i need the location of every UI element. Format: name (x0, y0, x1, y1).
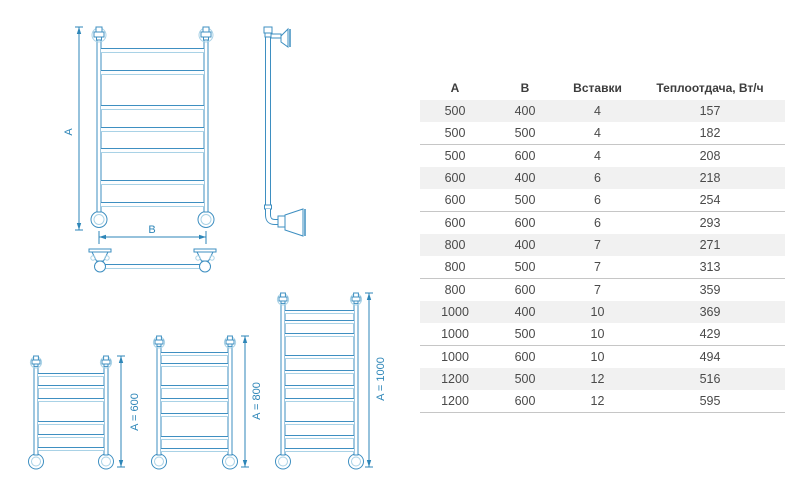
table-cell: 800 (420, 256, 490, 279)
table-cell: 6 (594, 216, 601, 230)
table-cell: 208 (699, 149, 721, 163)
table-cell: 516 (635, 368, 785, 390)
table-cell: 600 (514, 216, 536, 230)
table-cell: 1000 (441, 350, 469, 364)
technical-drawings: A B A = 600 A = 800 A = 1000 (28, 26, 387, 470)
table-row: 1000 600 10 494 (420, 346, 785, 369)
table-cell: 369 (635, 301, 785, 323)
variant-800-drawing (151, 335, 238, 470)
drawings-canvas: A B A = 600 A = 800 A = 1000 (28, 26, 387, 470)
table-cell: 429 (635, 323, 785, 346)
table-cell: 4 (594, 149, 601, 163)
table-cell: 800 (420, 234, 490, 256)
table-cell: 1200 (420, 390, 490, 413)
table-cell: 218 (635, 167, 785, 189)
variant-1000-label: A = 1000 (375, 357, 387, 401)
table-cell: 1000 (420, 301, 490, 323)
table-cell: 500 (444, 149, 466, 163)
variant-800-label: A = 800 (251, 382, 263, 420)
table-cell: 7 (560, 234, 635, 256)
table-cell: 500 (490, 256, 560, 279)
table-cell: 500 (420, 100, 490, 122)
column-header: A (450, 80, 460, 95)
table-cell: 600 (420, 167, 490, 189)
table-cell: 12 (560, 368, 635, 390)
table-cell: 4 (560, 122, 635, 145)
table-cell: 400 (490, 301, 560, 323)
table-cell: 400 (490, 167, 560, 189)
table-cell: 600 (514, 350, 536, 364)
table-cell: 4 (560, 100, 635, 122)
table-cell: 595 (635, 390, 785, 413)
table-cell: 500 (490, 368, 560, 390)
table-cell: 600 (514, 283, 536, 297)
table-cell: 7 (560, 256, 635, 279)
table-cell: 157 (635, 100, 785, 122)
table-cell: 6 (560, 167, 635, 189)
table-cell: 12 (560, 390, 635, 413)
table-cell: 400 (490, 234, 560, 256)
column-header: Теплоотдача, Вт/ч (656, 80, 764, 95)
table-cell: 600 (444, 216, 466, 230)
table-cell: 10 (560, 323, 635, 346)
table-cell: 500 (420, 122, 490, 145)
table-cell: 800 (444, 283, 466, 297)
table-cell: 494 (699, 350, 721, 364)
side-view-drawing (263, 26, 306, 237)
table-cell: 600 (490, 390, 560, 413)
column-header: Вставки (573, 80, 622, 95)
table-cell: 359 (699, 283, 721, 297)
variant-1000-drawing (275, 292, 364, 470)
table-cell: 254 (635, 189, 785, 212)
table-cell: 600 (514, 149, 536, 163)
table-cell: 500 (490, 189, 560, 212)
table-cell: 600 (420, 189, 490, 212)
table-row: 500 600 4 208 (420, 145, 785, 168)
front-view-drawing (90, 26, 215, 228)
table-cell: 500 (490, 122, 560, 145)
table-header-row: A B Вставки Теплоотдача, Вт/ч (420, 75, 785, 100)
table-cell: 182 (635, 122, 785, 145)
table-cell: 6 (560, 189, 635, 212)
table-cell: 500 (490, 323, 560, 346)
table-cell: 271 (635, 234, 785, 256)
table-cell: 10 (590, 350, 605, 364)
table-cell: 1000 (420, 323, 490, 346)
variant-600-label: A = 600 (129, 393, 141, 431)
table-cell: 400 (490, 100, 560, 122)
table-cell: 1200 (420, 368, 490, 390)
table-cell: 293 (699, 216, 721, 230)
dimension-lines (75, 26, 373, 468)
dim-b-label: B (148, 224, 155, 236)
dim-a-label: A (63, 128, 75, 136)
table-cell: 313 (635, 256, 785, 279)
top-view-drawing (88, 248, 217, 273)
variant-600-drawing (28, 355, 114, 470)
table-row: 600 600 6 293 (420, 212, 785, 235)
table-cell: 7 (594, 283, 601, 297)
table-cell: 10 (560, 301, 635, 323)
table-row: 800 600 7 359 (420, 279, 785, 302)
column-header: B (520, 80, 530, 95)
